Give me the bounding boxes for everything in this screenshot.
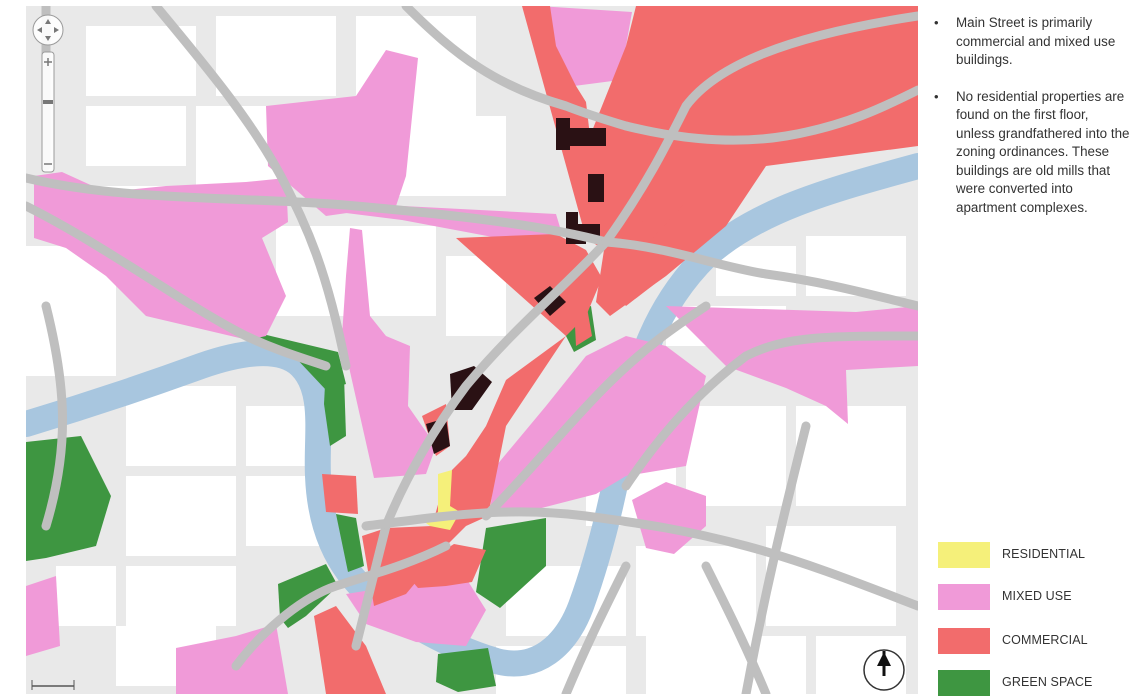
note-item: • Main Street is primarily commercial and… xyxy=(930,14,1130,70)
legend-label: GREEN SPACE xyxy=(1002,675,1093,689)
legend-label: RESIDENTIAL xyxy=(1002,547,1086,561)
bullet-icon: • xyxy=(934,88,939,104)
note-item: • No residential properties are found on … xyxy=(930,88,1130,218)
notes-panel: • Main Street is primarily commercial and… xyxy=(930,14,1130,235)
zoning-map[interactable] xyxy=(26,6,918,694)
legend-item-commercial: COMMERCIAL xyxy=(938,628,1134,654)
major-roads xyxy=(26,6,918,694)
zoom-slider-icon[interactable] xyxy=(41,51,55,173)
legend-item-mixed-use: MIXED USE xyxy=(938,584,1134,610)
legend-item-green-space: GREEN SPACE xyxy=(938,670,1134,696)
scale-bar xyxy=(31,680,75,690)
legend-swatch xyxy=(938,628,990,654)
river xyxy=(26,153,918,677)
legend-swatch xyxy=(938,542,990,568)
legend-swatch xyxy=(938,584,990,610)
legend-swatch xyxy=(938,670,990,696)
compass-pan-icon[interactable] xyxy=(32,14,64,46)
bullet-icon: • xyxy=(934,15,939,30)
note-text: No residential properties are found on t… xyxy=(956,88,1130,215)
note-text: Main Street is primarily commercial and … xyxy=(956,15,1116,67)
north-arrow-icon xyxy=(863,649,905,691)
legend-item-residential: RESIDENTIAL xyxy=(938,542,1134,568)
legend-label: COMMERCIAL xyxy=(1002,633,1088,647)
legend-label: MIXED USE xyxy=(1002,589,1072,603)
